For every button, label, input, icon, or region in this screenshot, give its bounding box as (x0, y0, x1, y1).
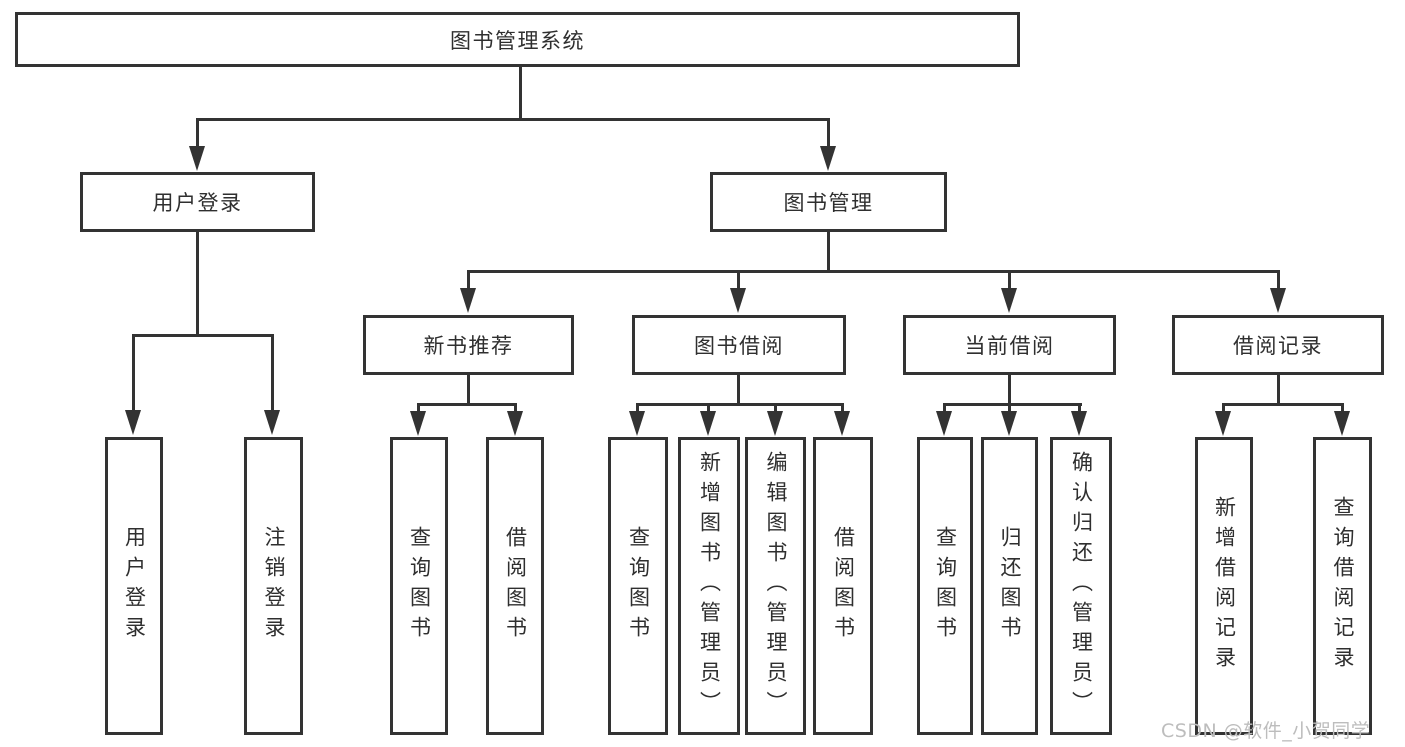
arrow-down-icon (629, 411, 645, 436)
watermark-text: CSDN @软件_小贺同学 (1161, 720, 1371, 742)
arrow-down-icon (767, 411, 783, 436)
connector-line (1277, 270, 1280, 288)
node-borrowing-records: 借阅记录 (1172, 315, 1384, 375)
node-new-book-recommendation: 新书推荐 (363, 315, 574, 375)
arrow-down-icon (189, 146, 205, 171)
leaf-query-books-current: 查询图书 (917, 437, 973, 735)
connector-line (827, 118, 830, 147)
arrow-down-icon (410, 411, 426, 436)
connector-line (132, 334, 135, 410)
leaf-label: 借阅图书 (503, 526, 528, 646)
connector-line (196, 232, 199, 335)
arrow-down-icon (1270, 288, 1286, 313)
connector-line (737, 270, 740, 288)
arrow-down-icon (1001, 288, 1017, 313)
leaf-edit-book-admin: 编辑图书（管理员） (745, 437, 806, 735)
leaf-label: 查询借阅记录 (1331, 496, 1355, 676)
arrow-down-icon (820, 146, 836, 171)
connector-line (1341, 403, 1344, 412)
arrow-down-icon (1215, 411, 1231, 436)
connector-line (841, 403, 844, 412)
leaf-return-books: 归还图书 (981, 437, 1038, 735)
leaf-user-login: 用户登录 (105, 437, 163, 735)
connector-line (707, 403, 710, 412)
connector-line (196, 118, 199, 147)
leaf-label: 归还图书 (998, 526, 1022, 646)
connector-line (1008, 403, 1011, 412)
leaf-confirm-return-admin: 确认归还（管理员） (1050, 437, 1112, 735)
connector-line (519, 67, 522, 120)
leaf-label: 新增借阅记录 (1212, 496, 1237, 676)
leaf-label: 用户登录 (122, 526, 147, 646)
leaf-add-book-admin: 新增图书（管理员） (678, 437, 740, 735)
connector-line (1008, 270, 1011, 288)
leaf-logout: 注销登录 (244, 437, 303, 735)
arrow-down-icon (1071, 411, 1087, 436)
connector-line (196, 118, 830, 121)
leaf-label: 编辑图书（管理员） (764, 451, 788, 721)
leaf-label: 查询图书 (407, 526, 432, 646)
connector-line (1222, 403, 1225, 412)
node-user-login: 用户登录 (80, 172, 315, 232)
connector-line (417, 403, 517, 406)
arrow-down-icon (125, 410, 141, 435)
leaf-borrow-books-recommend: 借阅图书 (486, 437, 544, 735)
connector-line (514, 403, 517, 412)
connector-line (467, 375, 470, 405)
connector-line (132, 334, 274, 337)
connector-line (636, 403, 843, 406)
arrow-down-icon (264, 410, 280, 435)
arrow-down-icon (730, 288, 746, 313)
node-library-management-system: 图书管理系统 (15, 12, 1020, 67)
leaf-label: 查询图书 (626, 526, 651, 646)
leaf-label: 借阅图书 (831, 526, 856, 646)
connector-line (467, 270, 1280, 273)
connector-line (774, 403, 777, 412)
leaf-query-borrow-record: 查询借阅记录 (1313, 437, 1372, 735)
leaf-label: 注销登录 (262, 526, 286, 646)
connector-line (417, 403, 420, 412)
leaf-label: 确认归还（管理员） (1069, 451, 1094, 721)
connector-line (943, 403, 1082, 406)
node-current-borrowing: 当前借阅 (903, 315, 1116, 375)
leaf-add-borrow-record: 新增借阅记录 (1195, 437, 1253, 735)
connector-line (636, 403, 639, 412)
leaf-query-books-borrowing: 查询图书 (608, 437, 668, 735)
node-book-borrowing: 图书借阅 (632, 315, 846, 375)
connector-line (1008, 375, 1011, 405)
connector-line (271, 334, 274, 410)
connector-line (467, 270, 470, 288)
connector-line (1078, 403, 1081, 412)
connector-line (943, 403, 946, 412)
connector-line (827, 232, 830, 273)
leaf-label: 新增图书（管理员） (697, 451, 722, 721)
leaf-query-books-recommend: 查询图书 (390, 437, 448, 735)
connector-line (737, 375, 740, 405)
arrow-down-icon (507, 411, 523, 436)
arrow-down-icon (460, 288, 476, 313)
leaf-borrow-books-borrowing: 借阅图书 (813, 437, 873, 735)
arrow-down-icon (1334, 411, 1350, 436)
arrow-down-icon (834, 411, 850, 436)
arrow-down-icon (1001, 411, 1017, 436)
connector-line (1277, 375, 1280, 405)
node-book-management: 图书管理 (710, 172, 947, 232)
leaf-label: 查询图书 (933, 526, 958, 646)
connector-line (1222, 403, 1344, 406)
arrow-down-icon (936, 411, 952, 436)
arrow-down-icon (700, 411, 716, 436)
